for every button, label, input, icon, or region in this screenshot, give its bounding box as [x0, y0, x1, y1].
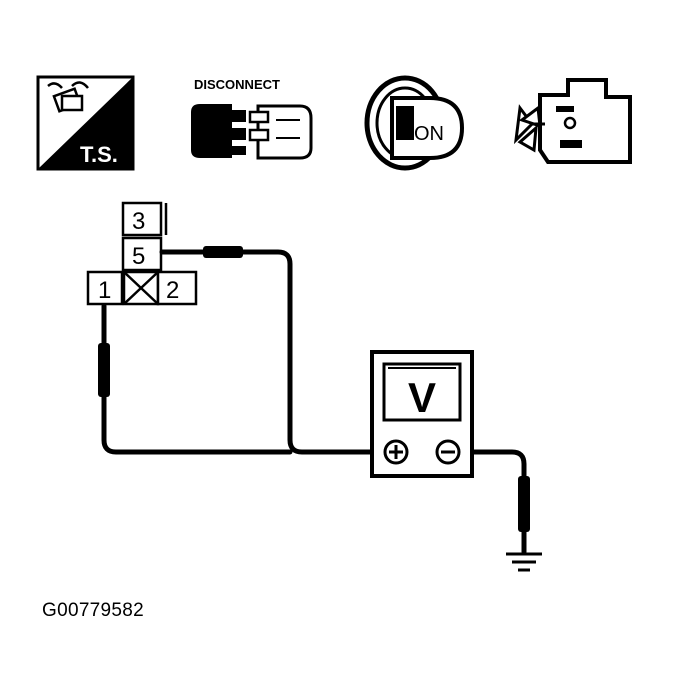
probe-tip-pin5 — [203, 246, 243, 258]
troubleshoot-label: T.S. — [80, 142, 118, 167]
ignition-key-icon: ON — [364, 75, 465, 171]
figure-id: G00779582 — [42, 600, 145, 621]
voltmeter-unit-label: V — [408, 374, 436, 421]
ground-lead-pin1 — [101, 303, 293, 455]
disconnect-label: DISCONNECT — [194, 77, 280, 92]
engine-icon — [513, 78, 632, 164]
pin-5-box — [121, 236, 163, 272]
negative-probe-lead — [467, 449, 527, 555]
probe-tip-ground — [518, 476, 530, 532]
voltmeter-display — [382, 362, 462, 422]
positive-probe-lead — [159, 249, 378, 455]
pin-3-box — [121, 201, 163, 237]
pin-1-box — [86, 270, 124, 306]
pin-5-label: 5 — [132, 243, 145, 270]
voltmeter: V — [370, 350, 474, 478]
pin-1-label: 1 — [98, 277, 111, 304]
probe-tip-pin1 — [98, 343, 110, 397]
disconnect-icon: DISCONNECT — [191, 77, 313, 160]
pin-2-label: 2 — [166, 277, 179, 304]
troubleshoot-icon: T.S. — [36, 75, 135, 171]
ground-symbol-icon — [506, 552, 542, 572]
ignition-on-label: ON — [414, 123, 444, 145]
pin-3-label: 3 — [132, 208, 145, 235]
pin-2-box — [156, 270, 198, 306]
connector: 3 5 1 2 — [86, 201, 198, 306]
